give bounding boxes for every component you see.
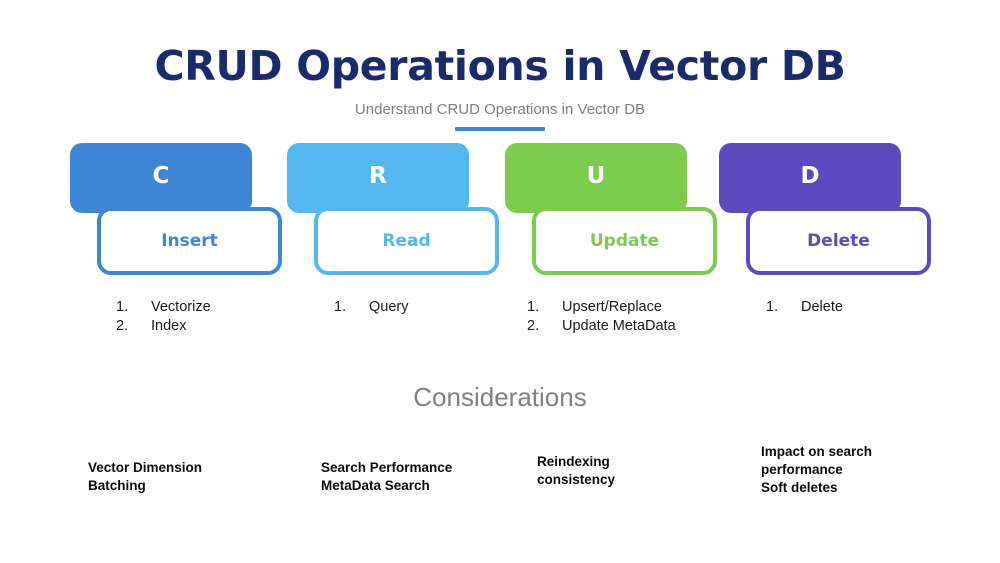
crud-step-list-c: 1. Vectorize 2. Index [116,298,211,336]
consideration-line: Vector Dimension [88,460,203,475]
crud-card-row: C Insert R Read U Update D Delete [0,143,1000,283]
crud-card-c[interactable]: C Insert [70,143,282,283]
crud-card-label-panel[interactable]: Update [532,207,717,275]
crud-card-letter: D [800,163,820,189]
crud-card-letter-block: C [70,143,252,213]
crud-card-u[interactable]: U Update [505,143,717,283]
crud-card-label: Update [589,230,660,251]
consideration-line: Impact on search [761,444,873,459]
crud-card-label: Delete [807,230,870,251]
list-item-number: 1. [334,299,347,315]
consideration-line: MetaData Search [321,478,430,493]
list-item-text: Index [151,318,187,334]
list-item: 1. Query [334,298,409,317]
list-item: 1. Upsert/Replace [527,298,676,317]
crud-card-label: Insert [161,230,218,251]
consideration-line: Batching [88,478,146,493]
list-item: 1. Vectorize [116,298,211,317]
crud-card-letter-block: D [719,143,901,213]
list-item-text: Update MetaData [562,318,676,334]
page-subtitle: Understand CRUD Operations in Vector DB [354,101,646,118]
list-item-number: 2. [527,318,540,334]
crud-card-letter: C [152,163,170,189]
crud-card-d[interactable]: D Delete [719,143,931,283]
crud-card-letter: U [586,163,606,189]
list-item-number: 1. [527,299,540,315]
crud-card-label-panel[interactable]: Read [314,207,499,275]
crud-list-row: 1. Vectorize 2. Index 1. Query 1. Upsert/Replac… [0,298,1000,348]
list-item-text: Upsert/Replace [562,299,662,315]
crud-card-r[interactable]: R Read [287,143,499,283]
crud-card-label-panel[interactable]: Delete [746,207,931,275]
crud-step-list-d: 1. Delete [766,298,843,317]
consideration-column: Reindexing consistency [537,453,615,489]
consideration-line: Soft deletes [761,480,838,495]
page-title: CRUD Operations in Vector DB [154,42,846,90]
list-item-number: 1. [766,299,779,315]
title-underline-rule [455,127,545,131]
consideration-line: performance [761,462,843,477]
list-item-text: Vectorize [151,299,211,315]
list-item-text: Query [369,299,409,315]
crud-card-label: Read [382,230,431,251]
list-item-number: 2. [116,318,129,334]
crud-step-list-r: 1. Query [334,298,409,317]
consideration-line: Reindexing [537,454,610,469]
crud-card-letter-block: U [505,143,687,213]
list-item: 2. Index [116,317,211,336]
crud-step-list-u: 1. Upsert/Replace 2. Update MetaData [527,298,676,336]
list-item: 2. Update MetaData [527,317,676,336]
list-item-text: Delete [801,299,843,315]
crud-card-label-panel[interactable]: Insert [97,207,282,275]
list-item-number: 1. [116,299,129,315]
crud-card-letter-block: R [287,143,469,213]
consideration-line: Search Performance [321,460,453,475]
crud-card-letter: R [369,163,387,189]
consideration-line: consistency [537,472,616,487]
considerations-heading: Considerations [413,382,587,412]
list-item: 1. Delete [766,298,843,317]
